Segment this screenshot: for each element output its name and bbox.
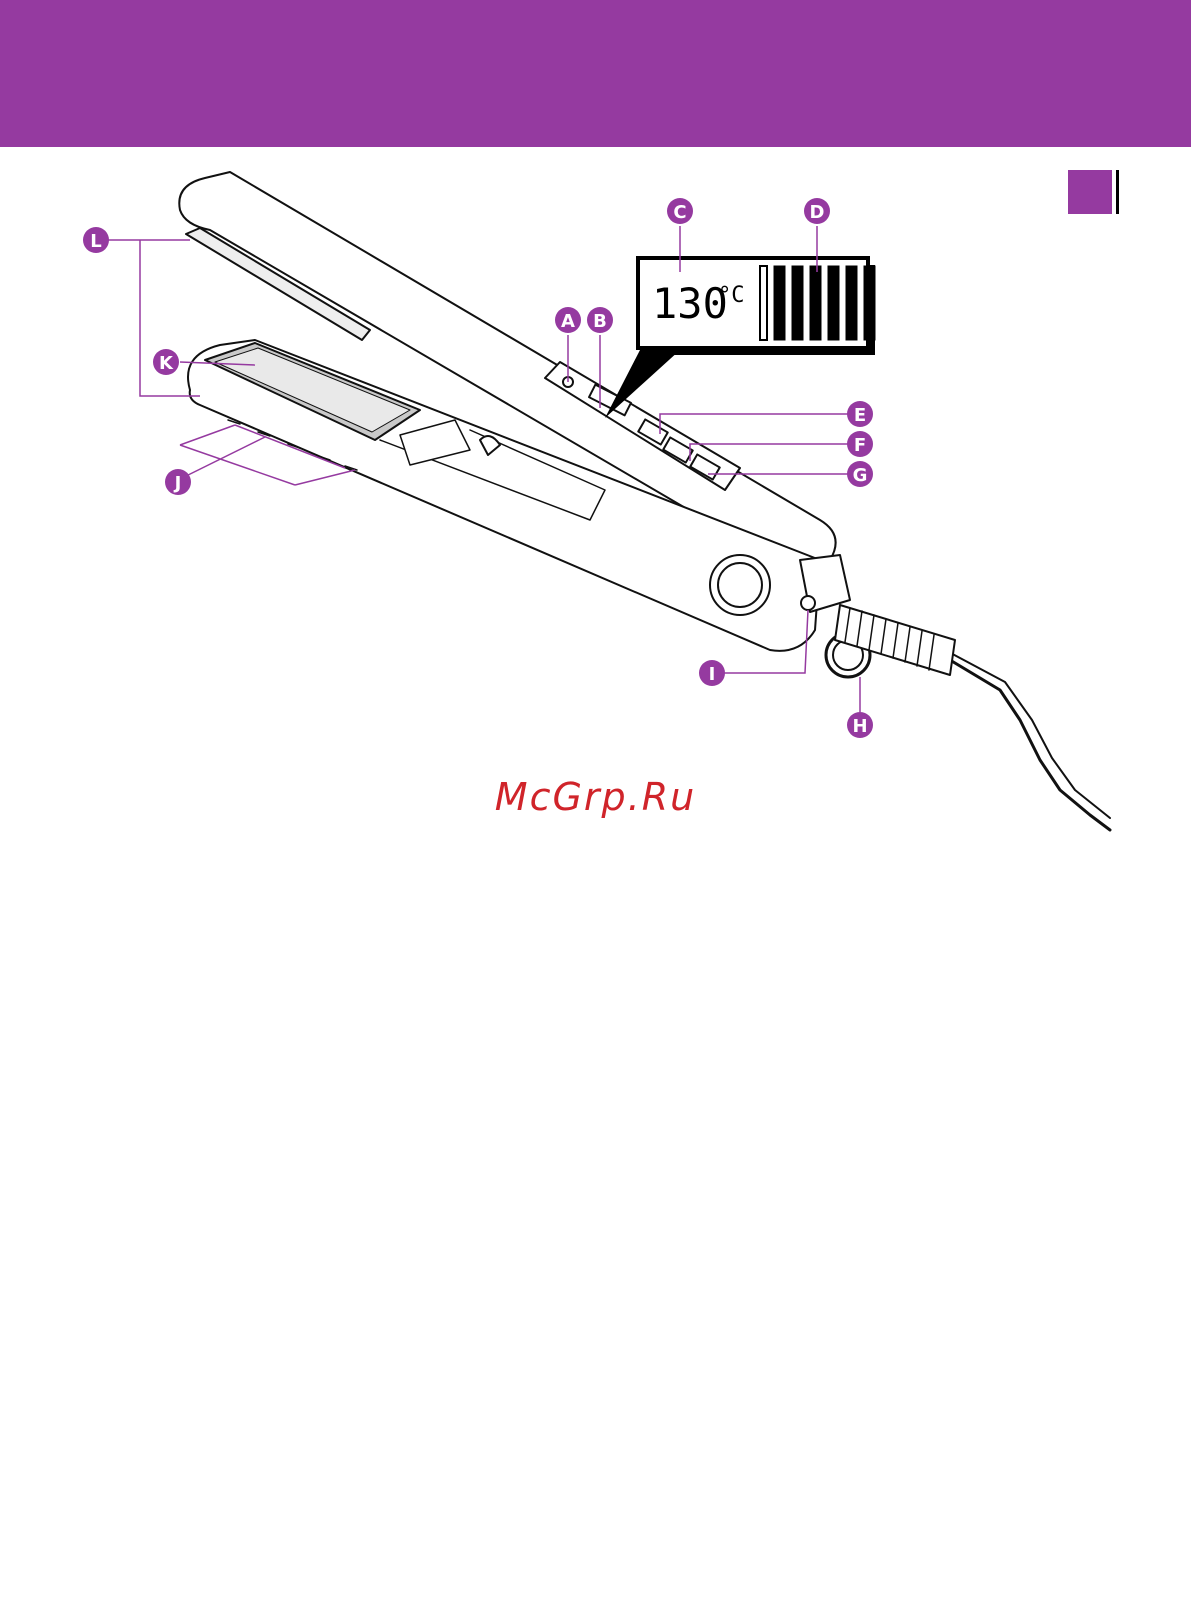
hair-straightener-diagram: 130 °C A B C D E F G H I J K L [0,160,1191,840]
lcd-bar [774,266,785,340]
svg-text:A: A [561,311,575,332]
marker-l: L [83,227,109,253]
marker-g: G [847,461,873,487]
lcd-bar [810,266,821,340]
marker-i: I [699,660,725,686]
lcd-bar [864,266,875,340]
lcd-bar [792,266,803,340]
svg-text:F: F [854,435,866,456]
lcd-bar-empty [760,266,767,340]
leader-e [660,414,848,434]
svg-text:D: D [810,202,825,223]
marker-k: K [153,349,179,375]
marker-c: C [667,198,693,224]
marker-a: A [555,307,581,333]
marker-e: E [847,401,873,427]
marker-b: B [587,307,613,333]
marker-j: J [165,469,191,495]
svg-text:I: I [709,664,716,685]
lcd-temperature: 130 [652,279,728,328]
lcd-bar [828,266,839,340]
svg-text:E: E [854,405,866,426]
marker-d: D [804,198,830,224]
svg-text:H: H [852,716,867,737]
lcd-callout: 130 °C [605,258,875,418]
marker-f: F [847,431,873,457]
lcd-unit: °C [718,283,745,308]
svg-text:B: B [593,311,607,332]
svg-text:K: K [159,353,174,374]
header-band [0,0,1191,147]
svg-text:J: J [173,473,182,494]
svg-text:G: G [853,465,868,486]
storage-lock [801,596,815,610]
marker-h: H [847,712,873,738]
svg-text:C: C [673,202,686,223]
watermark: McGrp.Ru [0,775,1191,819]
svg-text:L: L [90,231,101,252]
lcd-bar [846,266,857,340]
leader-l [108,240,200,396]
